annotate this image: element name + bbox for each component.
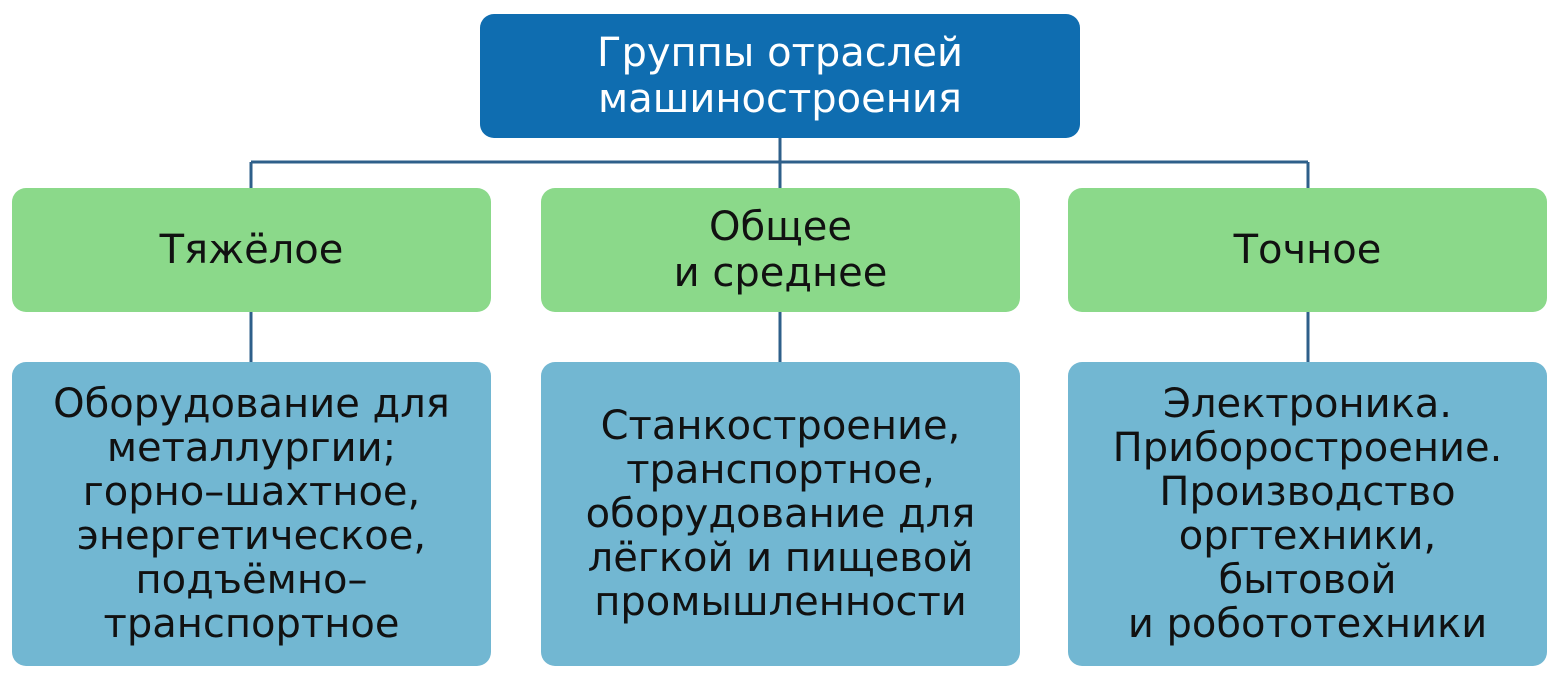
category-label-heavy: Тяжёлое xyxy=(159,227,344,273)
root-node-label: Группы отраслей машиностроения xyxy=(597,30,963,122)
detail-text-precision: Электроника. Приборостроение. Производст… xyxy=(1112,381,1503,647)
category-label-general: Общее и среднее xyxy=(673,204,888,296)
detail-node-precision: Электроника. Приборостроение. Производст… xyxy=(1068,362,1547,666)
category-label-precision: Точное xyxy=(1233,227,1382,273)
category-node-heavy: Тяжёлое xyxy=(12,188,491,312)
detail-text-general: Станкостроение, транспортное, оборудован… xyxy=(585,403,976,625)
category-node-precision: Точное xyxy=(1068,188,1547,312)
detail-text-heavy: Оборудование для металлургии; горно–шахт… xyxy=(53,381,450,647)
category-node-general: Общее и среднее xyxy=(541,188,1020,312)
root-node: Группы отраслей машиностроения xyxy=(480,14,1080,138)
detail-node-general: Станкостроение, транспортное, оборудован… xyxy=(541,362,1020,666)
detail-node-heavy: Оборудование для металлургии; горно–шахт… xyxy=(12,362,491,666)
